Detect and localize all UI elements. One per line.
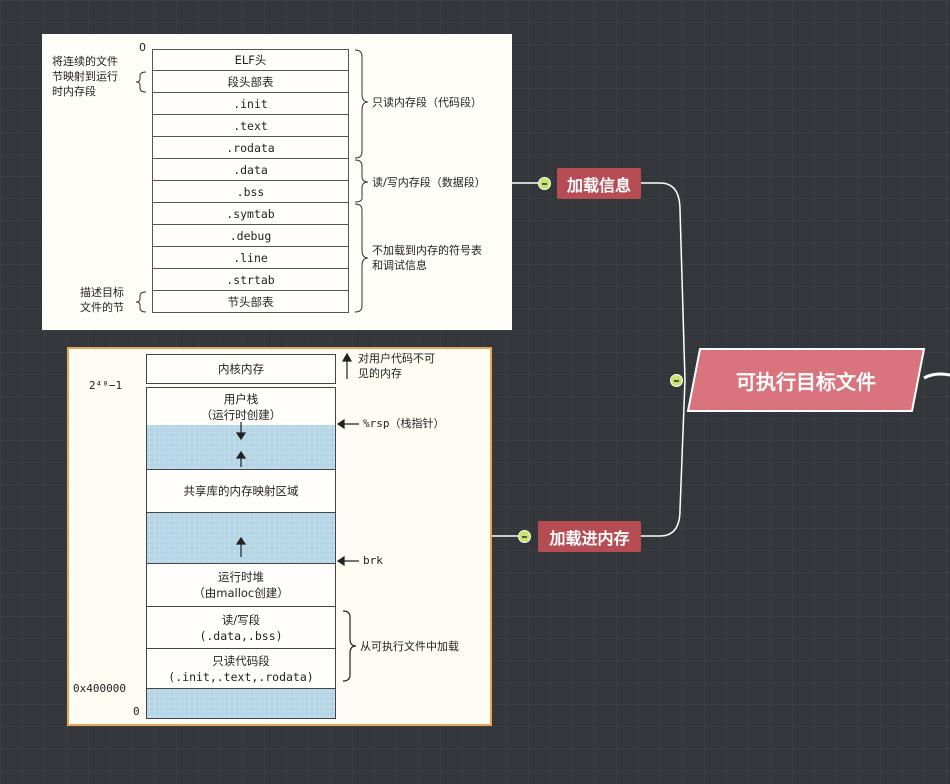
node-load-into-memory[interactable]: 加载进内存 xyxy=(538,521,641,552)
node-executable-object-file[interactable]: 可执行目标文件 xyxy=(686,347,926,413)
elf-section-text: .text xyxy=(152,115,349,137)
elf-offset-zero: 0 xyxy=(139,41,146,54)
elf-section-init: .init xyxy=(152,93,349,115)
mem-heap-free xyxy=(146,513,336,563)
label-addr-400000: 0x400000 xyxy=(73,682,126,695)
elf-section-line: .line xyxy=(152,247,349,269)
brace-icons xyxy=(135,49,369,313)
label-addr-zero: 0 xyxy=(133,705,140,718)
label-kernel-note-1: 对用户代码不可 xyxy=(358,352,435,365)
label-rsp: %rsp（栈指针） xyxy=(363,417,445,430)
node-load-info[interactable]: 加载信息 xyxy=(557,168,641,199)
memory-arrows xyxy=(235,352,359,682)
collapse-toggle-branch1[interactable] xyxy=(538,177,551,190)
label-readonly-segment: 只读内存段（代码段） xyxy=(372,96,482,109)
label-map-segments-3: 时内存段 xyxy=(52,85,96,98)
collapse-toggle-branch2[interactable] xyxy=(518,530,531,543)
label-describe-sections-2: 文件的节 xyxy=(80,301,124,314)
label-not-loaded-2: 和调试信息 xyxy=(372,259,427,272)
root-node-shape xyxy=(686,348,926,412)
mem-rw-segment: 读/写段 (.data,.bss) xyxy=(146,607,336,649)
label-addr-top: 2⁴⁸−1 xyxy=(89,379,123,392)
label-not-loaded-1: 不加载到内存的符号表 xyxy=(372,244,482,257)
label-map-segments-2: 节映射到运行 xyxy=(52,70,118,83)
elf-section-symtab: .symtab xyxy=(152,203,349,225)
mem-runtime-heap: 运行时堆 （由malloc创建） xyxy=(146,563,336,607)
root-node-label: 可执行目标文件 xyxy=(736,369,876,394)
mem-shared-libs: 共享库的内存映射区域 xyxy=(146,469,336,513)
elf-section-program-header-table: 段头部表 xyxy=(152,71,349,93)
label-kernel-note-2: 见的内存 xyxy=(358,367,402,380)
elf-section-rodata: .rodata xyxy=(152,137,349,159)
mem-user-stack: 用户栈 （运行时创建） xyxy=(146,387,336,425)
label-readwrite-segment: 读/写内存段（数据段） xyxy=(372,176,486,189)
elf-format-figure: 0 ELF头 段头部表 .init .text .rodata .data .b… xyxy=(42,34,512,330)
elf-section-data: .data xyxy=(152,159,349,181)
mem-kernel: 内核内存 xyxy=(146,354,336,384)
collapse-toggle-root[interactable] xyxy=(670,374,683,387)
elf-section-strtab: .strtab xyxy=(152,269,349,291)
mem-unused-low xyxy=(146,689,336,719)
label-brk: brk xyxy=(363,554,383,567)
elf-section-section-header-table: 节头部表 xyxy=(152,291,349,313)
memory-image-figure: 内核内存 用户栈 （运行时创建） 共享库的内存映射区域 运行时堆 （由mallo… xyxy=(67,347,492,726)
elf-section-header: ELF头 xyxy=(152,49,349,71)
label-loaded-from-file: 从可执行文件中加载 xyxy=(360,640,459,653)
elf-section-debug: .debug xyxy=(152,225,349,247)
mem-ro-segment: 只读代码段 (.init,.text,.rodata) xyxy=(146,649,336,689)
elf-section-bss: .bss xyxy=(152,181,349,203)
label-map-segments-1: 将连续的文件 xyxy=(52,55,118,68)
label-describe-sections-1: 描述目标 xyxy=(80,286,124,299)
